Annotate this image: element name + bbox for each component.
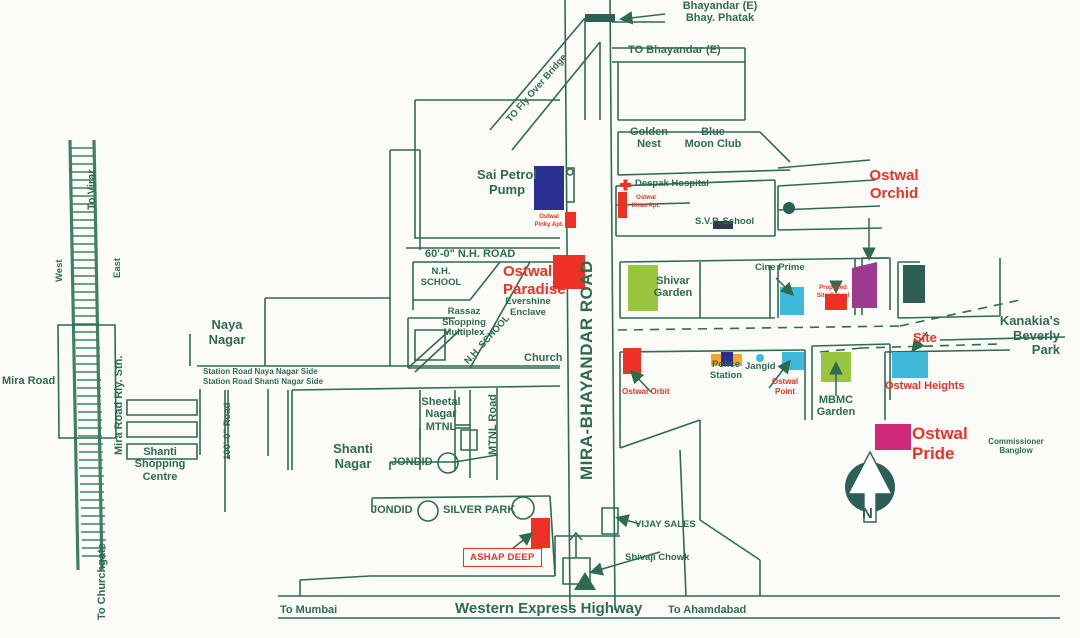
- label-cine-prime: Cine Prime: [755, 262, 805, 273]
- label-mira-road-rly-stn: Mira Road Rly. Stn.: [113, 355, 125, 455]
- label-to-bhayandar-east: TO Bhayandar (E): [628, 44, 721, 56]
- railway-station-outline: [57, 324, 117, 439]
- block-ostwal-pride: [875, 424, 911, 450]
- label-to-churchgate: To Churchgate: [96, 543, 108, 620]
- label-ashap-deep: ASHAP DEEP: [463, 548, 542, 567]
- label-to-virar: To Virar: [86, 169, 98, 210]
- bar-bhayandar-phatak: [585, 14, 615, 22]
- label-church: Church: [524, 352, 563, 364]
- block-ashap-deep: [531, 518, 550, 548]
- block-ostwal-kiran-apt: [618, 192, 627, 218]
- label-nh-road: 60'-0" N.H. ROAD: [425, 248, 516, 260]
- label-deepak-hospital: Deepak Hospital: [635, 178, 709, 189]
- arrow-ostwal-orbit: [629, 369, 652, 393]
- label-mira-road: Mira Road: [2, 375, 56, 387]
- label-jondid-2: JONDID: [371, 504, 413, 516]
- label-to-mumbai: To Mumbai: [280, 604, 338, 616]
- label-shivaji-chowk: Shivaji Chowk: [625, 552, 690, 563]
- label-100ft-road: 100'-0" Road: [222, 402, 233, 460]
- label-bhayandar-phatak: Bhayandar (E)Bhay. Phatak: [682, 0, 758, 25]
- label-site: Site: [913, 330, 937, 345]
- block-police-station-a: [711, 354, 721, 366]
- block-svp-school: [713, 221, 733, 229]
- label-western-express-highway: Western Express Highway: [455, 600, 643, 617]
- red-cross-icon: [620, 179, 631, 191]
- arrow-site: [911, 331, 928, 353]
- label-mira-bhayandar-road: MIRA-BHAYANDAR ROAD: [577, 260, 596, 480]
- label-ostwal-orbit: Ostwal Orbit: [622, 387, 670, 396]
- block-dark-teal-right: [903, 265, 925, 303]
- label-station-road-shanti-nagar-side: Station Road Shanti Nagar Side: [203, 377, 324, 386]
- label-silver-park: SILVER PARK: [443, 504, 516, 516]
- label-east: East: [112, 257, 123, 278]
- colored-blocks: [531, 14, 928, 548]
- arrow-shivaji-chowk: [589, 551, 661, 576]
- label-vijay-sales: VIJAY SALES: [635, 519, 696, 530]
- block-site-ostwal-heights: [892, 352, 928, 378]
- label-jondid-1: JONDID: [391, 456, 433, 468]
- label-west: West: [54, 259, 65, 282]
- block-ostwal-pinky-apt: [565, 212, 576, 228]
- north-compass: [845, 450, 895, 523]
- block-sai-petrol-pump: [534, 166, 564, 210]
- block-cine-prime: [780, 287, 804, 315]
- label-north: N: [862, 505, 873, 522]
- railway-line: [68, 139, 106, 571]
- block-shivar-garden: [628, 265, 658, 311]
- label-nh-school: N.H.SCHOOL: [420, 266, 462, 288]
- block-ostwal-orchid: [852, 262, 877, 308]
- arrow-bhayandar-phatak: [619, 11, 666, 25]
- arrow-ostwal-point: [768, 359, 791, 389]
- dot-marker-upper-right: [783, 202, 795, 214]
- block-proposed-site-ostwal: [825, 294, 847, 310]
- label-jangid: Jangid: [745, 361, 776, 372]
- junction-jondid-1: [437, 452, 459, 474]
- label-mtnl-road: MTNL Road: [487, 394, 499, 455]
- block-police-station-b: [721, 352, 733, 366]
- label-svp-school: S.V.P. School: [695, 216, 755, 227]
- dot-jangid: [756, 354, 764, 362]
- label-ostwal-heights: Ostwal Heights: [885, 380, 965, 392]
- arrow-vijay-sales: [615, 514, 641, 528]
- label-to-ahamdabad: To Ahamdabad: [668, 604, 747, 616]
- label-station-road-naya-nagar-side: Station Road Naya Nagar Side: [203, 367, 318, 376]
- arrow-cine-prime: [775, 277, 795, 297]
- block-ostwal-orbit: [623, 348, 641, 374]
- arrow-highway-up: [574, 572, 596, 590]
- block-police-station-c: [733, 354, 742, 366]
- block-ostwal-paradise: [553, 255, 585, 289]
- junction-jondid-2: [417, 500, 439, 522]
- junction-silver-park: [511, 496, 535, 520]
